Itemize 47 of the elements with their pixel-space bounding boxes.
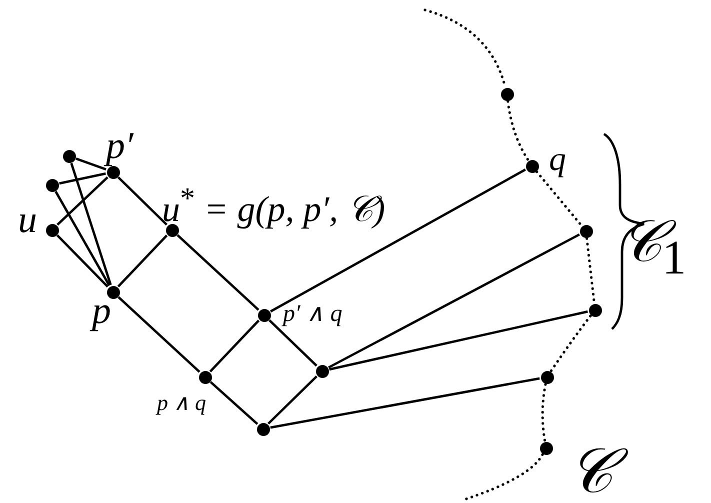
edge-line — [117, 176, 168, 226]
edge-line — [210, 381, 258, 425]
dotted-line — [506, 100, 530, 161]
vertex-dot — [526, 160, 538, 172]
vertex-dot — [46, 224, 58, 236]
vertex-dot — [540, 442, 552, 454]
edge-line — [329, 310, 588, 371]
vertex-label: p′ ∧ q — [283, 302, 342, 326]
vertex-dot — [166, 224, 178, 236]
vertex-dot — [540, 370, 554, 384]
vertex-dot — [46, 178, 58, 192]
edge-line — [76, 157, 106, 171]
dotted-line — [541, 383, 547, 442]
edge-line — [270, 377, 540, 429]
vertex-dot — [588, 304, 602, 316]
vertex-dot — [500, 88, 514, 100]
vertex-label: p — [92, 292, 111, 330]
edge-line — [70, 162, 112, 286]
dotted-line — [586, 237, 596, 304]
dotted-line — [550, 314, 592, 372]
edge-line — [59, 172, 106, 185]
vertex-label: p′ — [106, 127, 134, 165]
vertex-label: p ∧ q — [157, 392, 206, 414]
vertex-dot — [198, 370, 212, 384]
vertex-dot — [106, 166, 120, 178]
edge-line — [209, 320, 260, 372]
set-label: 𝒞$_{1}$ — [619, 208, 688, 287]
vertex-label: u — [18, 201, 37, 239]
edge-line — [54, 190, 110, 286]
edge-line — [117, 234, 168, 288]
edge-line — [56, 234, 109, 288]
edge-line — [268, 319, 318, 367]
vertex-label: q — [549, 143, 566, 177]
edge-line — [270, 168, 526, 312]
vertex-dot — [580, 224, 592, 238]
vertex-dot — [256, 422, 270, 436]
vertex-label: u$^{*}$ = g(p, p′, 𝒞) — [162, 184, 386, 227]
dotted-line — [536, 170, 582, 226]
edge-line — [176, 234, 260, 311]
edge-line — [267, 375, 318, 425]
edge-line — [118, 296, 200, 373]
edge-line — [56, 176, 108, 226]
edge-line — [328, 233, 580, 369]
vertex-dot — [62, 150, 76, 162]
vertex-dot — [316, 364, 328, 378]
vertex-dot — [258, 308, 270, 322]
vertex-dot — [106, 286, 120, 298]
